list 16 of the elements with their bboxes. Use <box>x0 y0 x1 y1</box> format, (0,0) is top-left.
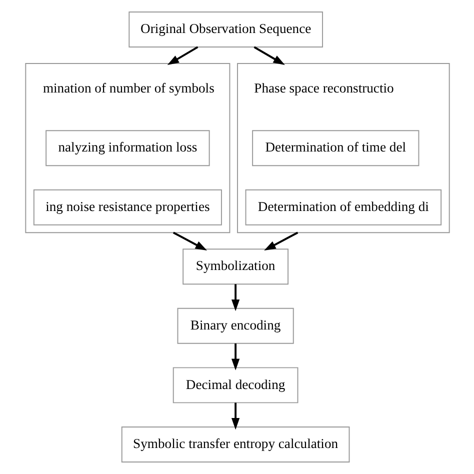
node-box: Binary encoding <box>176 308 294 344</box>
arrow <box>230 284 240 312</box>
node-box: Decimal decoding <box>172 367 298 404</box>
node-box: nalyzing information loss <box>45 130 210 166</box>
node-box: Determination of time del <box>252 130 419 166</box>
node-box: Original Observation Sequence <box>128 12 322 48</box>
arrow <box>230 343 240 370</box>
node-box: ing noise resistance properties <box>32 189 222 226</box>
arrow <box>253 46 284 66</box>
arrow <box>172 232 207 250</box>
node-box: Determination of embedding di <box>244 189 442 226</box>
arrow <box>166 46 198 66</box>
arrow <box>264 232 298 250</box>
node-box: Symbolization <box>182 248 288 285</box>
node-box: Symbolic transfer entropy calculation <box>120 426 350 462</box>
arrow <box>230 402 240 430</box>
